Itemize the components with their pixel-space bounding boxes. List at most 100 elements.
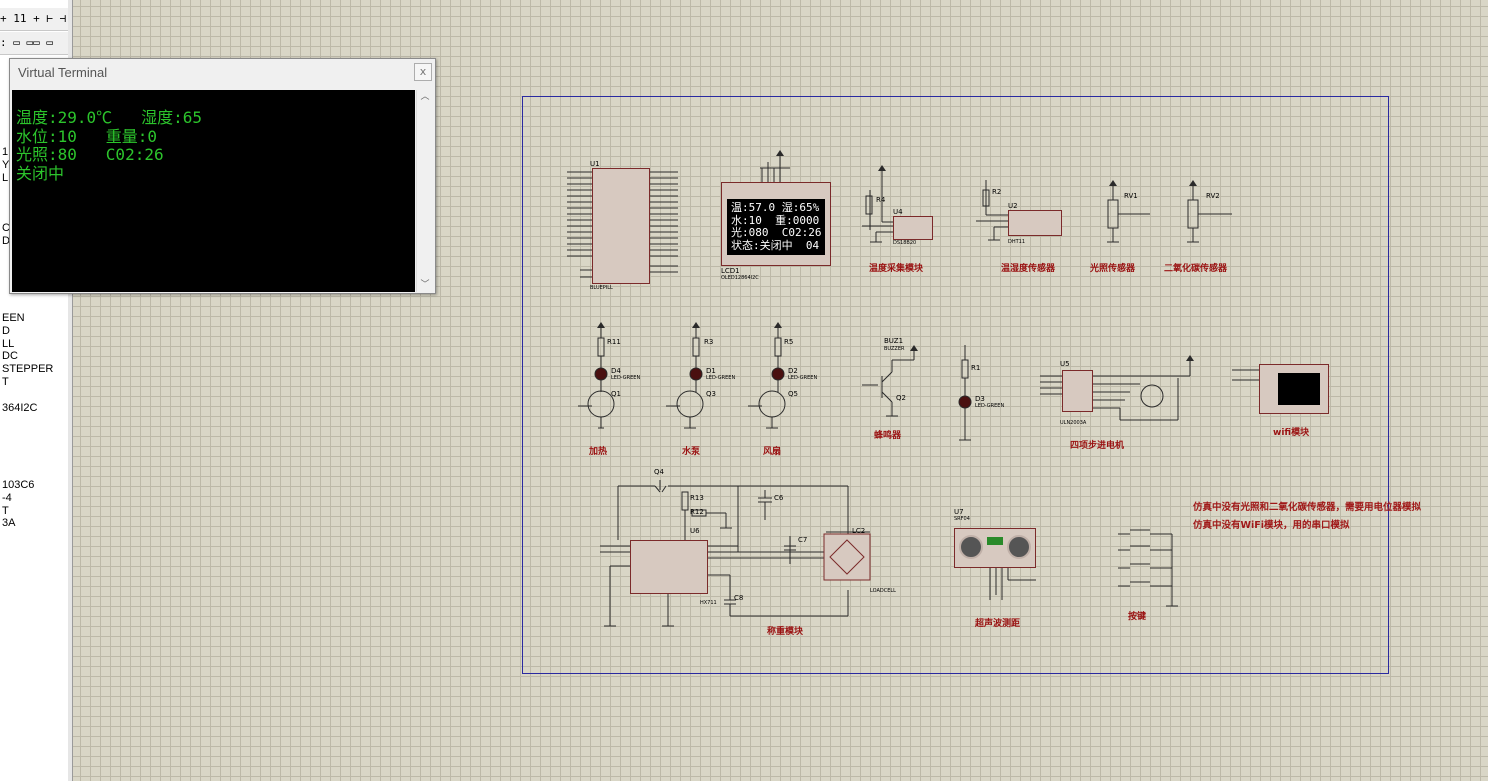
ref-q4: Q4 (654, 468, 664, 476)
srf04-module[interactable] (954, 528, 1036, 568)
ref-u6: U6 (690, 527, 700, 535)
label-temp-module: 温度采集模块 (869, 264, 924, 274)
device-list-3[interactable]: EEN D LL DC STEPPER T (2, 312, 53, 389)
uln2003-chip[interactable] (1062, 370, 1093, 412)
list-item[interactable]: D (2, 234, 10, 247)
terminal-line: 温度:29.0℃ 湿度:65 (16, 108, 202, 127)
ref-r12: R12 (690, 508, 704, 516)
list-item[interactable]: STEPPER (2, 363, 54, 376)
label-fan: 风扇 (763, 447, 782, 457)
label-buzzer: 蜂鸣器 (874, 431, 902, 441)
label-keys: 按键 (1128, 612, 1147, 622)
terminal-scrollbar[interactable]: ︿ ﹀ (416, 90, 433, 292)
stepper-motor[interactable] (1140, 380, 1166, 410)
list-item[interactable]: Y (2, 158, 10, 171)
sheet-border (522, 96, 1389, 674)
ref-q5: Q5 (788, 390, 798, 398)
ref-d1: D1 (706, 367, 716, 375)
part-u4: DS18B20 (893, 240, 917, 246)
terminal-line: 关闭中 (16, 163, 65, 183)
toolbar-row-2[interactable]: : ▭ ▭▭ ▭ (0, 32, 70, 55)
scroll-up-icon[interactable]: ︿ (420, 92, 430, 102)
key-switches (1118, 529, 1173, 606)
ref-lc2: LC2 (852, 527, 866, 535)
list-item[interactable]: 103C6 (2, 479, 35, 491)
label-pump: 水泵 (682, 447, 701, 457)
terminal-line: 光照:80 C02:26 (16, 145, 164, 164)
device-list-2[interactable]: C D (2, 222, 10, 248)
part-lc2: LOADCELL (870, 588, 896, 594)
list-item[interactable]: D (2, 324, 10, 337)
part-lcd1: OLED12864I2C (721, 275, 759, 281)
label-ultrasonic: 超声波测距 (975, 619, 1021, 629)
ref-c6: C6 (774, 494, 784, 502)
hx711-chip[interactable] (630, 540, 708, 594)
label-light-sensor: 光照传感器 (1090, 264, 1136, 274)
virtual-terminal-title: Virtual Terminal (18, 65, 108, 80)
driver-circuits (578, 328, 786, 428)
device-list-4[interactable]: 364I2C (2, 402, 37, 415)
ref-r4: R4 (876, 196, 886, 204)
sonar-right-icon (1007, 535, 1031, 559)
ref-u1: U1 (590, 160, 600, 168)
label-stepper: 四项步进电机 (1070, 441, 1125, 451)
toolbar-row-1[interactable]: + 11 + ⊢ ⊣ (0, 8, 70, 31)
list-item[interactable]: T (2, 504, 9, 517)
list-item[interactable]: LL (2, 337, 15, 350)
mcu-bluepill[interactable] (592, 168, 650, 284)
device-list-5[interactable]: 103C6 -4 T 3A (2, 479, 34, 530)
part-u7: SRF04 (954, 516, 970, 522)
ref-c7: C7 (798, 536, 808, 544)
dht11-chip[interactable] (1008, 210, 1062, 236)
list-item[interactable]: L (2, 171, 9, 184)
ds18b20-chip[interactable] (893, 216, 933, 240)
wifi-module[interactable] (1259, 364, 1329, 414)
ref-r11: R11 (607, 338, 621, 346)
ref-r2: R2 (992, 188, 1002, 196)
part-u5: ULN2003A (1060, 420, 1087, 426)
oled-line: 温:57.0 湿:65% (731, 201, 820, 214)
close-button[interactable]: x (414, 63, 432, 81)
oled-line: 水:10 重:0000 (731, 213, 820, 227)
part-d3: LED-GREEN (975, 403, 1005, 409)
part-d4: LED-GREEN (611, 375, 641, 381)
scroll-down-icon[interactable]: ﹀ (420, 280, 430, 290)
list-item[interactable]: DC (2, 350, 18, 363)
ref-q3: Q3 (706, 390, 716, 398)
sonar-left-icon (959, 535, 983, 559)
ref-r13: R13 (690, 494, 704, 502)
ref-u7: U7 (954, 508, 964, 516)
ref-d4: D4 (611, 367, 621, 375)
list-item[interactable]: EEN (2, 312, 25, 324)
label-heat: 加热 (589, 447, 608, 457)
ref-d2: D2 (788, 367, 798, 375)
label-wifi: wifi模块 (1273, 428, 1310, 438)
part-u1: BLUEPILL (590, 285, 613, 291)
part-hx: HX711 (700, 600, 717, 606)
ref-d3: D3 (975, 395, 985, 403)
panel-scrollbar[interactable] (68, 0, 72, 781)
ref-q2: Q2 (896, 394, 906, 402)
label-co2-sensor: 二氧化碳传感器 (1164, 264, 1228, 274)
list-item[interactable]: 364I2C (2, 402, 38, 414)
ground-symbols (598, 239, 1199, 627)
ref-rv1: RV1 (1124, 192, 1138, 200)
list-item[interactable]: T (2, 375, 9, 388)
label-weigh: 称重模块 (767, 627, 804, 637)
part-u2: DHT11 (1008, 239, 1026, 245)
ref-lcd1: LCD1 (721, 267, 740, 275)
mcu-left-pins (567, 171, 592, 278)
list-item[interactable]: 3A (2, 517, 16, 530)
note-wifi-simulation: 仿真中没有WiFi模块，用的串口模拟 (1193, 520, 1350, 531)
ref-u5: U5 (1060, 360, 1070, 368)
list-item[interactable]: C (2, 222, 10, 234)
ref-q1: Q1 (611, 390, 621, 398)
wifi-screen (1278, 373, 1320, 405)
list-item[interactable]: -4 (2, 491, 12, 504)
ref-buz1: BUZ1 (884, 337, 904, 345)
